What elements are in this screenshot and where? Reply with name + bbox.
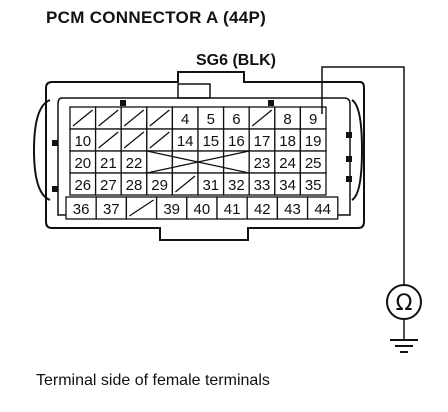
terminal-number: 34 — [279, 177, 296, 194]
terminal-number: 9 — [309, 111, 317, 128]
connector-inner-rim — [57, 97, 351, 216]
unused-terminal-slash — [72, 109, 94, 127]
terminal-number: 27 — [100, 177, 117, 194]
terminal-cell — [197, 150, 225, 174]
notch-right-2 — [346, 156, 352, 162]
terminal-number: 31 — [202, 177, 219, 194]
terminal-number: 37 — [103, 201, 120, 218]
notch-top-2 — [268, 100, 274, 106]
notch-top-1 — [120, 100, 126, 106]
terminal-number: 44 — [314, 201, 331, 218]
terminal-number: 17 — [254, 133, 271, 150]
notch-left-2 — [52, 186, 58, 192]
terminal-cell — [171, 150, 199, 174]
terminal-number: 25 — [305, 155, 322, 172]
terminal-number: 41 — [224, 201, 241, 218]
unused-terminal-slash — [98, 109, 119, 127]
terminal-cell — [299, 172, 327, 196]
terminal-number: 22 — [126, 155, 143, 172]
connector-latch — [177, 83, 211, 99]
terminal-number: 36 — [73, 201, 90, 218]
wire-label: SG6 (BLK) — [196, 52, 276, 69]
unused-terminal-slash — [149, 109, 170, 127]
left-latch-arc — [32, 99, 51, 201]
unused-terminal-slash — [123, 131, 145, 149]
notch-left-1 — [52, 140, 58, 146]
terminal-number: 42 — [254, 201, 271, 218]
terminal-number: 15 — [202, 133, 219, 150]
probe-wire — [321, 66, 405, 286]
notch-right-3 — [346, 176, 352, 182]
terminal-number: 14 — [177, 133, 194, 150]
terminal-number: 28 — [126, 177, 143, 194]
terminal-number: 4 — [181, 111, 189, 128]
blank-cross-line — [146, 150, 250, 174]
terminal-number: 29 — [151, 177, 168, 194]
unused-terminal-slash — [251, 109, 273, 127]
terminal-number: 40 — [194, 201, 211, 218]
terminal-number: 21 — [100, 155, 117, 172]
unused-terminal-slash — [123, 109, 145, 127]
terminal-number: 24 — [279, 155, 296, 172]
terminal-number: 19 — [305, 133, 322, 150]
terminal-number: 20 — [74, 155, 91, 172]
terminal-number: 33 — [254, 177, 271, 194]
notch-right-1 — [346, 132, 352, 138]
unused-terminal-slash — [129, 199, 154, 217]
unused-terminal-slash — [174, 175, 196, 193]
terminal-number: 39 — [163, 201, 180, 218]
ohm-icon: Ω — [396, 291, 413, 316]
terminal-number: 5 — [207, 111, 215, 128]
terminal-number: 10 — [74, 133, 91, 150]
terminal-number: 26 — [74, 177, 91, 194]
unused-terminal-slash — [98, 131, 119, 149]
caption: Terminal side of female terminals — [36, 372, 270, 389]
terminal-number: 23 — [254, 155, 271, 172]
unused-terminal-slash — [149, 131, 170, 149]
terminal-number: 8 — [283, 111, 291, 128]
terminal-number: 18 — [279, 133, 296, 150]
terminal-number: 16 — [228, 133, 245, 150]
connector-housing-outline — [45, 71, 365, 241]
terminal-cell — [306, 196, 339, 220]
terminal-number: 6 — [232, 111, 240, 128]
right-latch-arc — [351, 99, 364, 201]
terminal-number: 35 — [305, 177, 322, 194]
blank-terminals-cross — [146, 150, 250, 174]
terminal-number: 32 — [228, 177, 245, 194]
terminal-number: 43 — [284, 201, 301, 218]
connector-title: PCM CONNECTOR A (44P) — [46, 8, 267, 27]
